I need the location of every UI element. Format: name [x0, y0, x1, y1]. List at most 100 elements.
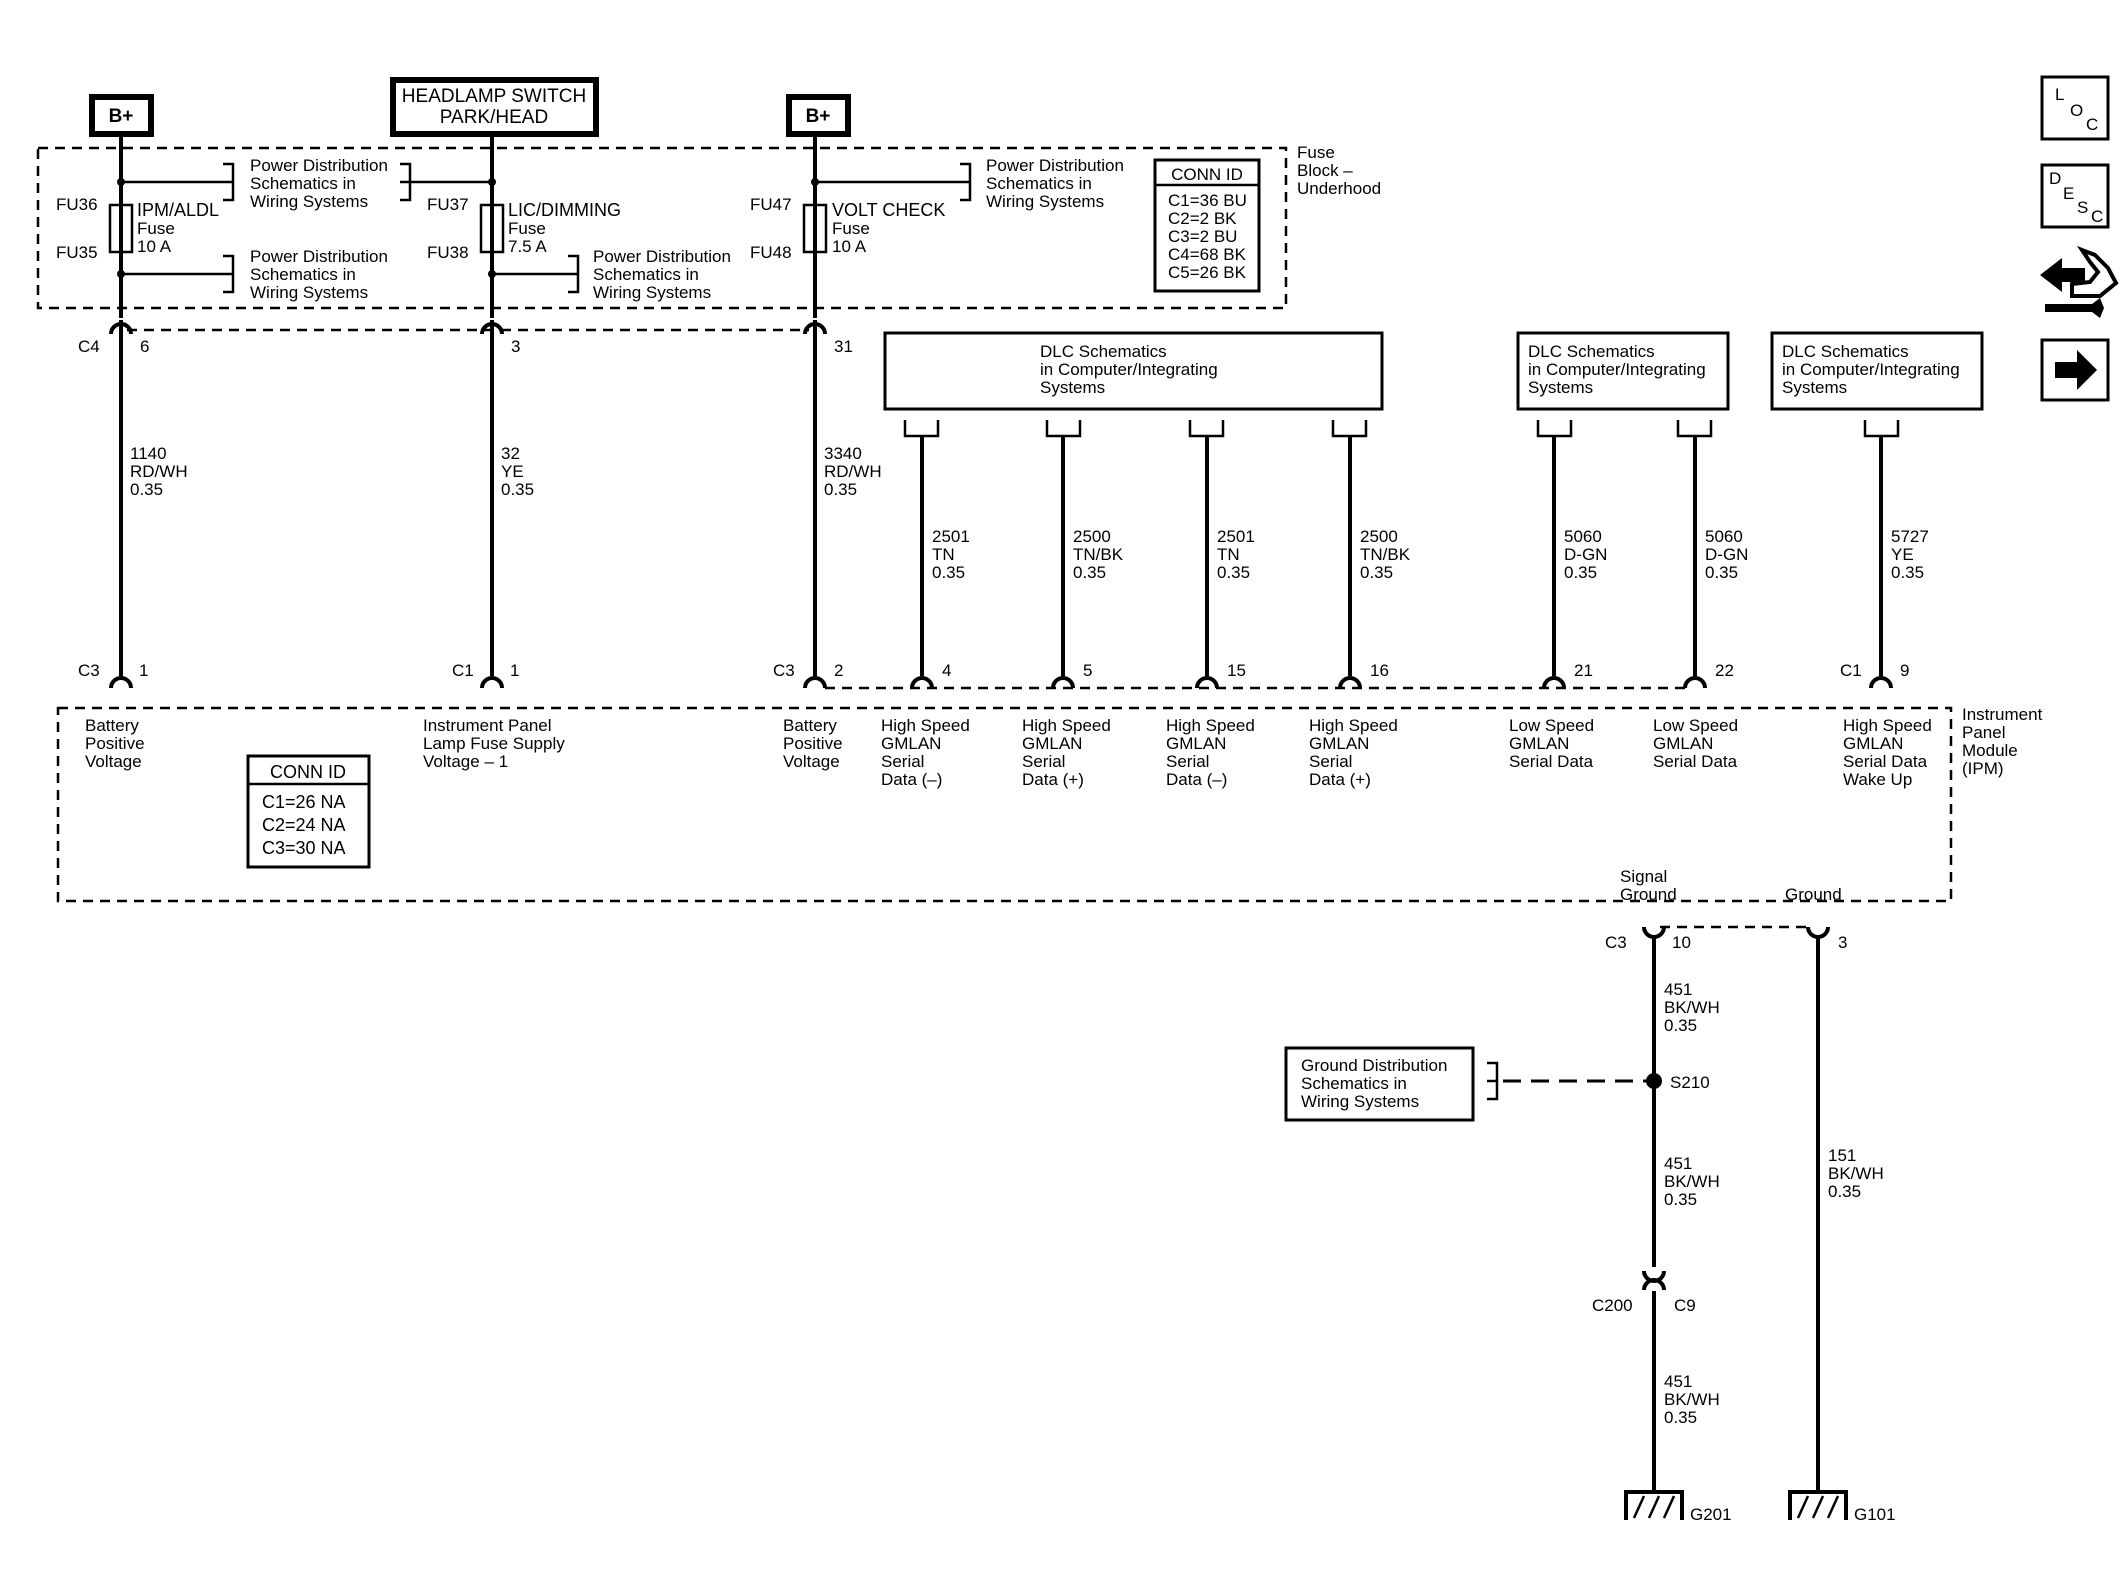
svg-text:BK/WH: BK/WH — [1664, 1172, 1720, 1191]
svg-text:0.35: 0.35 — [1664, 1408, 1697, 1427]
ground-g101-label: G101 — [1854, 1505, 1896, 1524]
power-dist-ref-3: Power Distribution Schematics in Wiring … — [593, 247, 731, 302]
connector-pin: C4 6 — [78, 320, 149, 676]
svg-text:1: 1 — [510, 661, 519, 680]
svg-text:FU37: FU37 — [427, 195, 469, 214]
wire-label-5060-a: 5060 D-GN 0.35 — [1564, 527, 1607, 582]
wire-label-2501-a: 2501 TN 0.35 — [932, 527, 970, 582]
svg-text:DLC Schematics: DLC Schematics — [1528, 342, 1655, 361]
svg-text:C1=26 NA: C1=26 NA — [262, 792, 346, 812]
wire-label-451-c: 451 BK/WH 0.35 — [1664, 1372, 1720, 1427]
wire-label-151: 151 BK/WH 0.35 — [1828, 1146, 1884, 1201]
svg-text:Instrument: Instrument — [1962, 705, 2043, 724]
bplus-left-box: B+ — [89, 94, 154, 137]
splice-s210 — [1646, 1073, 1662, 1089]
svg-text:Voltage: Voltage — [85, 752, 142, 771]
svg-text:151: 151 — [1828, 1146, 1856, 1165]
svg-text:High Speed: High Speed — [1022, 716, 1111, 735]
svg-text:Serial Data: Serial Data — [1509, 752, 1594, 771]
wire-label-451-a: 451 BK/WH 0.35 — [1664, 980, 1720, 1035]
svg-text:Serial Data: Serial Data — [1653, 752, 1738, 771]
svg-text:C3: C3 — [773, 661, 795, 680]
svg-text:D: D — [2049, 169, 2061, 188]
splice-s210-label: S210 — [1670, 1073, 1710, 1092]
ref-bracket — [568, 254, 580, 294]
svg-text:5727: 5727 — [1891, 527, 1929, 546]
fuse-block-title: Fuse Block – Underhood — [1297, 143, 1381, 198]
svg-text:Wiring Systems: Wiring Systems — [250, 192, 368, 211]
svg-text:2501: 2501 — [932, 527, 970, 546]
svg-text:D-GN: D-GN — [1705, 545, 1748, 564]
svg-text:0.35: 0.35 — [1217, 563, 1250, 582]
ipm-title: Instrument Panel Module (IPM) — [1962, 705, 2043, 778]
ground-g201-icon — [1624, 1490, 1684, 1520]
svg-text:Battery: Battery — [783, 716, 837, 735]
ref-bracket — [400, 162, 412, 202]
svg-text:Systems: Systems — [1782, 378, 1847, 397]
ground-g201-label: G201 — [1690, 1505, 1732, 1524]
svg-text:Panel: Panel — [1962, 723, 2005, 742]
svg-text:0.35: 0.35 — [1891, 563, 1924, 582]
svg-text:15: 15 — [1227, 661, 1246, 680]
svg-text:BK/WH: BK/WH — [1664, 998, 1720, 1017]
ground-pins: C3 10 3 — [1605, 926, 1847, 952]
svg-text:Fuse: Fuse — [508, 219, 546, 238]
ground-dist-ref-box: Ground Distribution Schematics in Wiring… — [1284, 1046, 1475, 1122]
ref-bracket — [223, 254, 235, 294]
fuse-volt-check-labels: FU47 FU48 VOLT CHECK Fuse 10 A — [750, 195, 945, 262]
dlc-wires — [903, 420, 1900, 676]
svg-text:S: S — [2077, 198, 2088, 217]
svg-text:TN: TN — [1217, 545, 1240, 564]
svg-text:451: 451 — [1664, 1154, 1692, 1173]
svg-text:0.35: 0.35 — [1664, 1016, 1697, 1035]
svg-text:YE: YE — [1891, 545, 1914, 564]
desc-icon[interactable]: D E S C — [2040, 163, 2110, 229]
svg-text:10 A: 10 A — [137, 237, 172, 256]
svg-text:3: 3 — [511, 337, 520, 356]
svg-text:Ground Distribution: Ground Distribution — [1301, 1056, 1447, 1075]
svg-text:1: 1 — [139, 661, 148, 680]
svg-text:C3=2 BU: C3=2 BU — [1168, 227, 1237, 246]
svg-text:10 A: 10 A — [832, 237, 867, 256]
wire-label-32: 32 YE 0.35 — [501, 444, 534, 499]
tools-icon[interactable] — [2040, 245, 2119, 318]
svg-text:VOLT CHECK: VOLT CHECK — [832, 200, 945, 220]
loc-icon[interactable]: L O C — [2040, 75, 2110, 141]
dlc-ref-box-1: DLC Schematics in Computer/Integrating S… — [883, 331, 1384, 411]
svg-text:TN/BK: TN/BK — [1073, 545, 1124, 564]
svg-text:C1: C1 — [1840, 661, 1862, 680]
svg-text:Serial Data: Serial Data — [1843, 752, 1928, 771]
svg-text:High Speed: High Speed — [1166, 716, 1255, 735]
svg-text:2500: 2500 — [1360, 527, 1398, 546]
fuse-block-conn-id: CONN ID C1=36 BU C2=2 BK C3=2 BU C4=68 B… — [1153, 158, 1261, 293]
svg-text:2500: 2500 — [1073, 527, 1111, 546]
svg-text:BK/WH: BK/WH — [1828, 1164, 1884, 1183]
bplus-left-label: B+ — [109, 106, 134, 127]
svg-text:GMLAN: GMLAN — [1653, 734, 1713, 753]
wire-label-451-b: 451 BK/WH 0.35 — [1664, 1154, 1720, 1209]
arrow-right-icon[interactable] — [2040, 338, 2110, 402]
svg-text:IPM/ALDL: IPM/ALDL — [137, 200, 219, 220]
svg-text:Schematics in: Schematics in — [986, 174, 1092, 193]
power-dist-ref-1: Power Distribution Schematics in Wiring … — [250, 156, 388, 211]
svg-text:6: 6 — [140, 337, 149, 356]
svg-text:C9: C9 — [1674, 1296, 1696, 1315]
ipm-pin-labels: Battery Positive Voltage Instrument Pane… — [85, 716, 1932, 789]
svg-text:Data (–): Data (–) — [1166, 770, 1227, 789]
svg-text:C4=68 BK: C4=68 BK — [1168, 245, 1247, 264]
svg-text:Voltage – 1: Voltage – 1 — [423, 752, 508, 771]
svg-text:Schematics in: Schematics in — [593, 265, 699, 284]
svg-text:C3=30 NA: C3=30 NA — [262, 838, 346, 858]
headlamp-switch-line2: PARK/HEAD — [440, 107, 548, 128]
svg-text:DLC Schematics: DLC Schematics — [1782, 342, 1909, 361]
svg-text:Data (+): Data (+) — [1022, 770, 1084, 789]
svg-text:0.35: 0.35 — [824, 480, 857, 499]
svg-text:GMLAN: GMLAN — [1843, 734, 1903, 753]
ipm-pins: C3 1 C1 1 C3 2 4 5 15 16 21 22 C1 9 — [78, 661, 1909, 689]
svg-text:0.35: 0.35 — [1705, 563, 1738, 582]
svg-text:C2=2 BK: C2=2 BK — [1168, 209, 1237, 228]
ref-bracket — [1487, 1061, 1499, 1101]
svg-text:FU47: FU47 — [750, 195, 792, 214]
svg-text:FU38: FU38 — [427, 243, 469, 262]
svg-text:Wiring Systems: Wiring Systems — [593, 283, 711, 302]
